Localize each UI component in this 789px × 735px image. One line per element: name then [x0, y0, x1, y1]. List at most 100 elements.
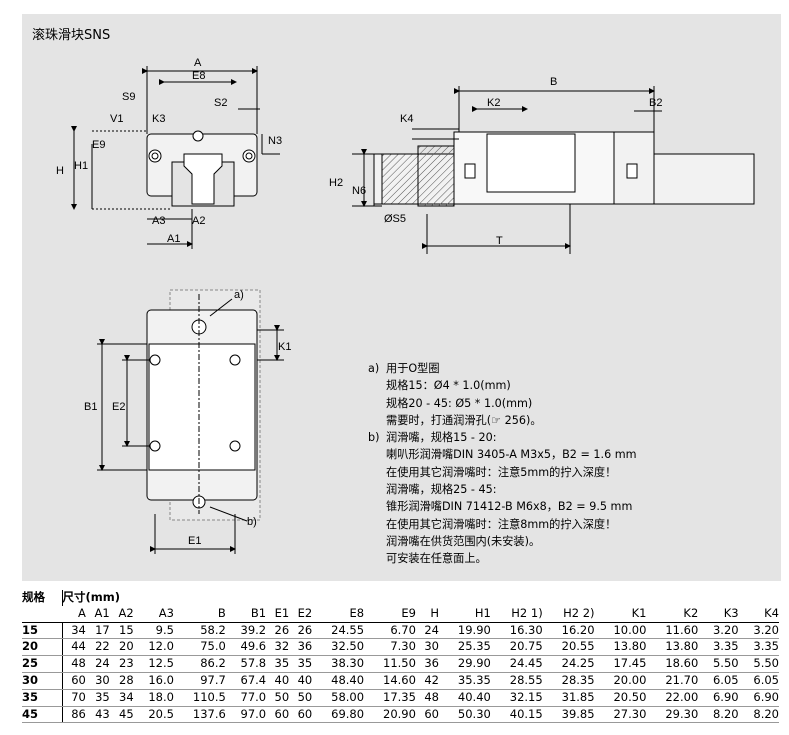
table-cell: 6.90: [698, 689, 739, 707]
table-cell: 3.20: [698, 622, 739, 640]
note-b-line: 润滑嘴，规格25 - 45:: [386, 483, 497, 497]
size-header: 规格: [22, 590, 63, 606]
table-cell: 5.50: [738, 655, 779, 673]
table-cell: 50.30: [438, 706, 491, 724]
note-a-label: a): [368, 362, 380, 375]
unit-header: 尺寸(mm): [62, 590, 120, 604]
table-cell: 17.45: [594, 655, 647, 673]
label-H: H: [56, 165, 64, 177]
table-cell: 13.80: [646, 638, 699, 657]
label-a: a): [234, 289, 244, 301]
label-K3: K3: [152, 113, 165, 125]
table-cell: 86: [62, 706, 86, 724]
table-cell: 21.70: [646, 672, 699, 690]
column-header: A3: [133, 605, 174, 623]
note-a-line: 规格20 - 45: Ø5 * 1.0(mm): [386, 396, 533, 410]
table-cell: 44: [62, 638, 86, 657]
table-cell: 3.35: [698, 638, 739, 657]
table-cell: 32.15: [490, 689, 543, 707]
note-b-line: 在使用其它润滑嘴时：注意5mm的拧入深度！: [386, 465, 617, 479]
table-cell: 69.80: [312, 706, 365, 724]
table-cell: 10.00: [594, 622, 647, 640]
table-cell: 8.20: [738, 706, 779, 724]
table-cell: 36: [415, 655, 439, 673]
note-a-line: 规格15：Ø4 * 1.0(mm): [386, 379, 511, 393]
note-a-line: 需要时，打通润滑孔(☞ 256)。: [386, 413, 542, 427]
table-cell: 77.0: [225, 689, 267, 707]
table-cell: 30: [415, 638, 439, 657]
label-E9: E9: [92, 139, 105, 151]
table-cell: 49.6: [225, 638, 267, 657]
label-B: B: [550, 76, 557, 88]
table-cell: 43: [85, 706, 110, 724]
table-cell: 48: [62, 655, 86, 673]
table-cell: 11.50: [364, 655, 416, 673]
table-cell: 25.35: [438, 638, 491, 657]
note-b-line: 锥形润滑嘴DIN 71412-B M6x8，B2 = 9.5 mm: [386, 500, 633, 514]
label-B2: B2: [649, 97, 662, 109]
table-cell: 29.30: [646, 706, 699, 724]
size-cell: 30: [22, 672, 63, 690]
table-cell: 34: [62, 622, 86, 640]
size-cell: 35: [22, 689, 63, 707]
table-cell: 27.30: [594, 706, 647, 724]
label-B1: B1: [84, 401, 97, 413]
column-header: A: [62, 605, 86, 623]
table-cell: 39.85: [542, 706, 595, 724]
table-cell: 24.45: [490, 655, 543, 673]
table-cell: 20.50: [594, 689, 647, 707]
table-cell: 18.60: [646, 655, 699, 673]
table-cell: 22.00: [646, 689, 699, 707]
column-header: E2: [289, 605, 313, 623]
table-cell: 32.50: [312, 638, 365, 657]
column-header: K3: [698, 605, 739, 623]
label-b: b): [247, 516, 257, 528]
table-cell: 5.50: [698, 655, 739, 673]
table-cell: 16.30: [490, 622, 543, 640]
column-header: E1: [266, 605, 290, 623]
size-header-blank: [22, 605, 62, 623]
table-cell: 48.40: [312, 672, 365, 690]
table-cell: 28.35: [542, 672, 595, 690]
label-T: T: [496, 235, 503, 247]
table-cell: 28.55: [490, 672, 543, 690]
table-cell: 24: [415, 622, 439, 640]
table-cell: 3.20: [738, 622, 779, 640]
table-cell: 28: [109, 672, 134, 690]
table-cell: 35: [85, 689, 110, 707]
label-K4: K4: [400, 113, 413, 125]
table-cell: 6.05: [698, 672, 739, 690]
table-cell: 38.30: [312, 655, 365, 673]
column-header: A2: [109, 605, 134, 623]
table-cell: 16.0: [133, 672, 174, 690]
note-a-line: 用于O型圈: [386, 362, 440, 375]
technical-drawing: A E8 S9 V1 K3 S2 E9 N3 H H1 A3 A2 A1 B K…: [56, 57, 755, 554]
table-cell: 42: [415, 672, 439, 690]
table-cell: 60: [266, 706, 290, 724]
label-S2: S2: [214, 97, 227, 109]
front-view: [71, 66, 280, 249]
drawing-panel: 滚珠滑块SNS: [22, 14, 781, 581]
column-header: E9: [364, 605, 416, 623]
table-cell: 17: [85, 622, 110, 640]
table-cell: 26: [266, 622, 290, 640]
label-E8: E8: [192, 70, 205, 82]
note-b-label: b): [368, 431, 380, 445]
table-cell: 40.15: [490, 706, 543, 724]
table-cell: 11.60: [646, 622, 699, 640]
table-cell: 6.90: [738, 689, 779, 707]
table-cell: 24: [85, 655, 110, 673]
table-cell: 58.2: [173, 622, 226, 640]
table-cell: 6.70: [364, 622, 416, 640]
table-cell: 35: [289, 655, 313, 673]
column-header: H2 2): [542, 605, 595, 623]
label-H1: H1: [74, 160, 88, 172]
column-header: A1: [85, 605, 110, 623]
label-S5: ØS5: [384, 213, 406, 225]
